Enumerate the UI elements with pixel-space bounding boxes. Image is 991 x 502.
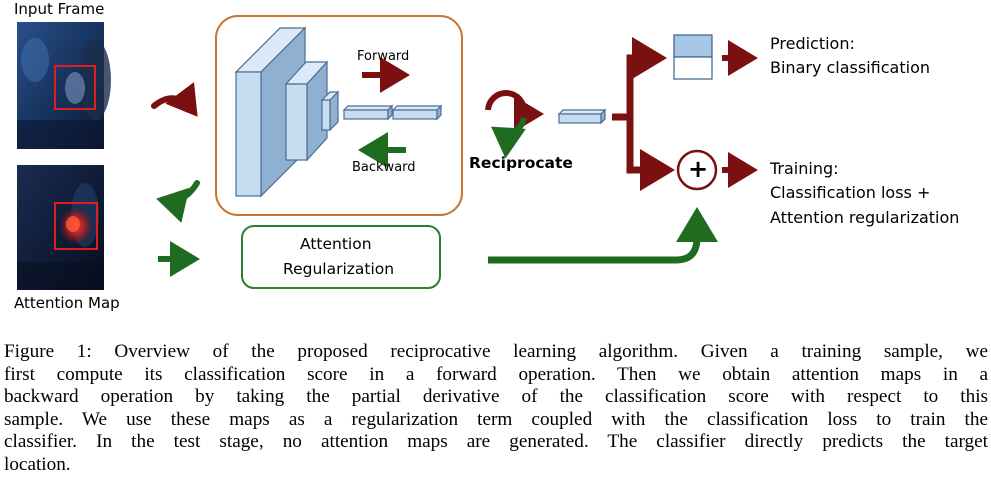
backward-label: Backward [352,160,416,175]
regularization-to-plus-arrow [488,207,718,264]
branch-fork [612,54,664,174]
attention-map-image [17,165,104,290]
attention-regularization-label-line1: Attention [300,235,372,253]
training-label-line3: Attention regularization [770,208,960,227]
reciprocate-green-arc [491,117,527,159]
caption-line: location. [4,453,71,475]
reciprocate-label: Reciprocate [469,154,573,172]
cnn-layers [234,26,443,198]
output-layer [557,108,607,125]
forward-curved-arrow [151,82,198,117]
prediction-label-line1: Prediction: [770,34,855,53]
caption-line: sample. We use these maps as a regulariz… [4,408,988,430]
reciprocate-red-arc [485,89,528,113]
plus-circle [676,149,718,191]
attention-map-label: Attention Map [14,294,120,312]
input-frame-image [17,22,111,149]
forward-label: Forward [357,49,410,64]
prediction-negative-block [673,56,713,80]
prediction-positive-block [673,34,713,58]
figure-caption: Figure 1: Overview of the proposed recip… [4,341,988,476]
target-box [54,65,96,110]
overview-figure [17,15,758,290]
plus-symbol: + [688,155,709,183]
caption-line: classifier. In the test stage, no attent… [4,431,988,452]
attention-box [54,202,98,250]
caption-line: first compute its classification score i… [4,363,988,385]
training-label-line2: Classification loss + [770,183,931,202]
attention-regularization-box [241,225,441,289]
backward-curved-arrow [156,180,200,223]
prediction-label-line2: Binary classification [770,58,930,77]
caption-line: Figure 1: Overview of the proposed recip… [4,341,988,362]
attention-regularization-label-line2: Regularization [283,260,395,278]
input-frame-label: Input Frame [14,0,105,18]
training-label-line1: Training: [770,159,839,178]
caption-line: backward operation by taking the partial… [4,386,988,407]
